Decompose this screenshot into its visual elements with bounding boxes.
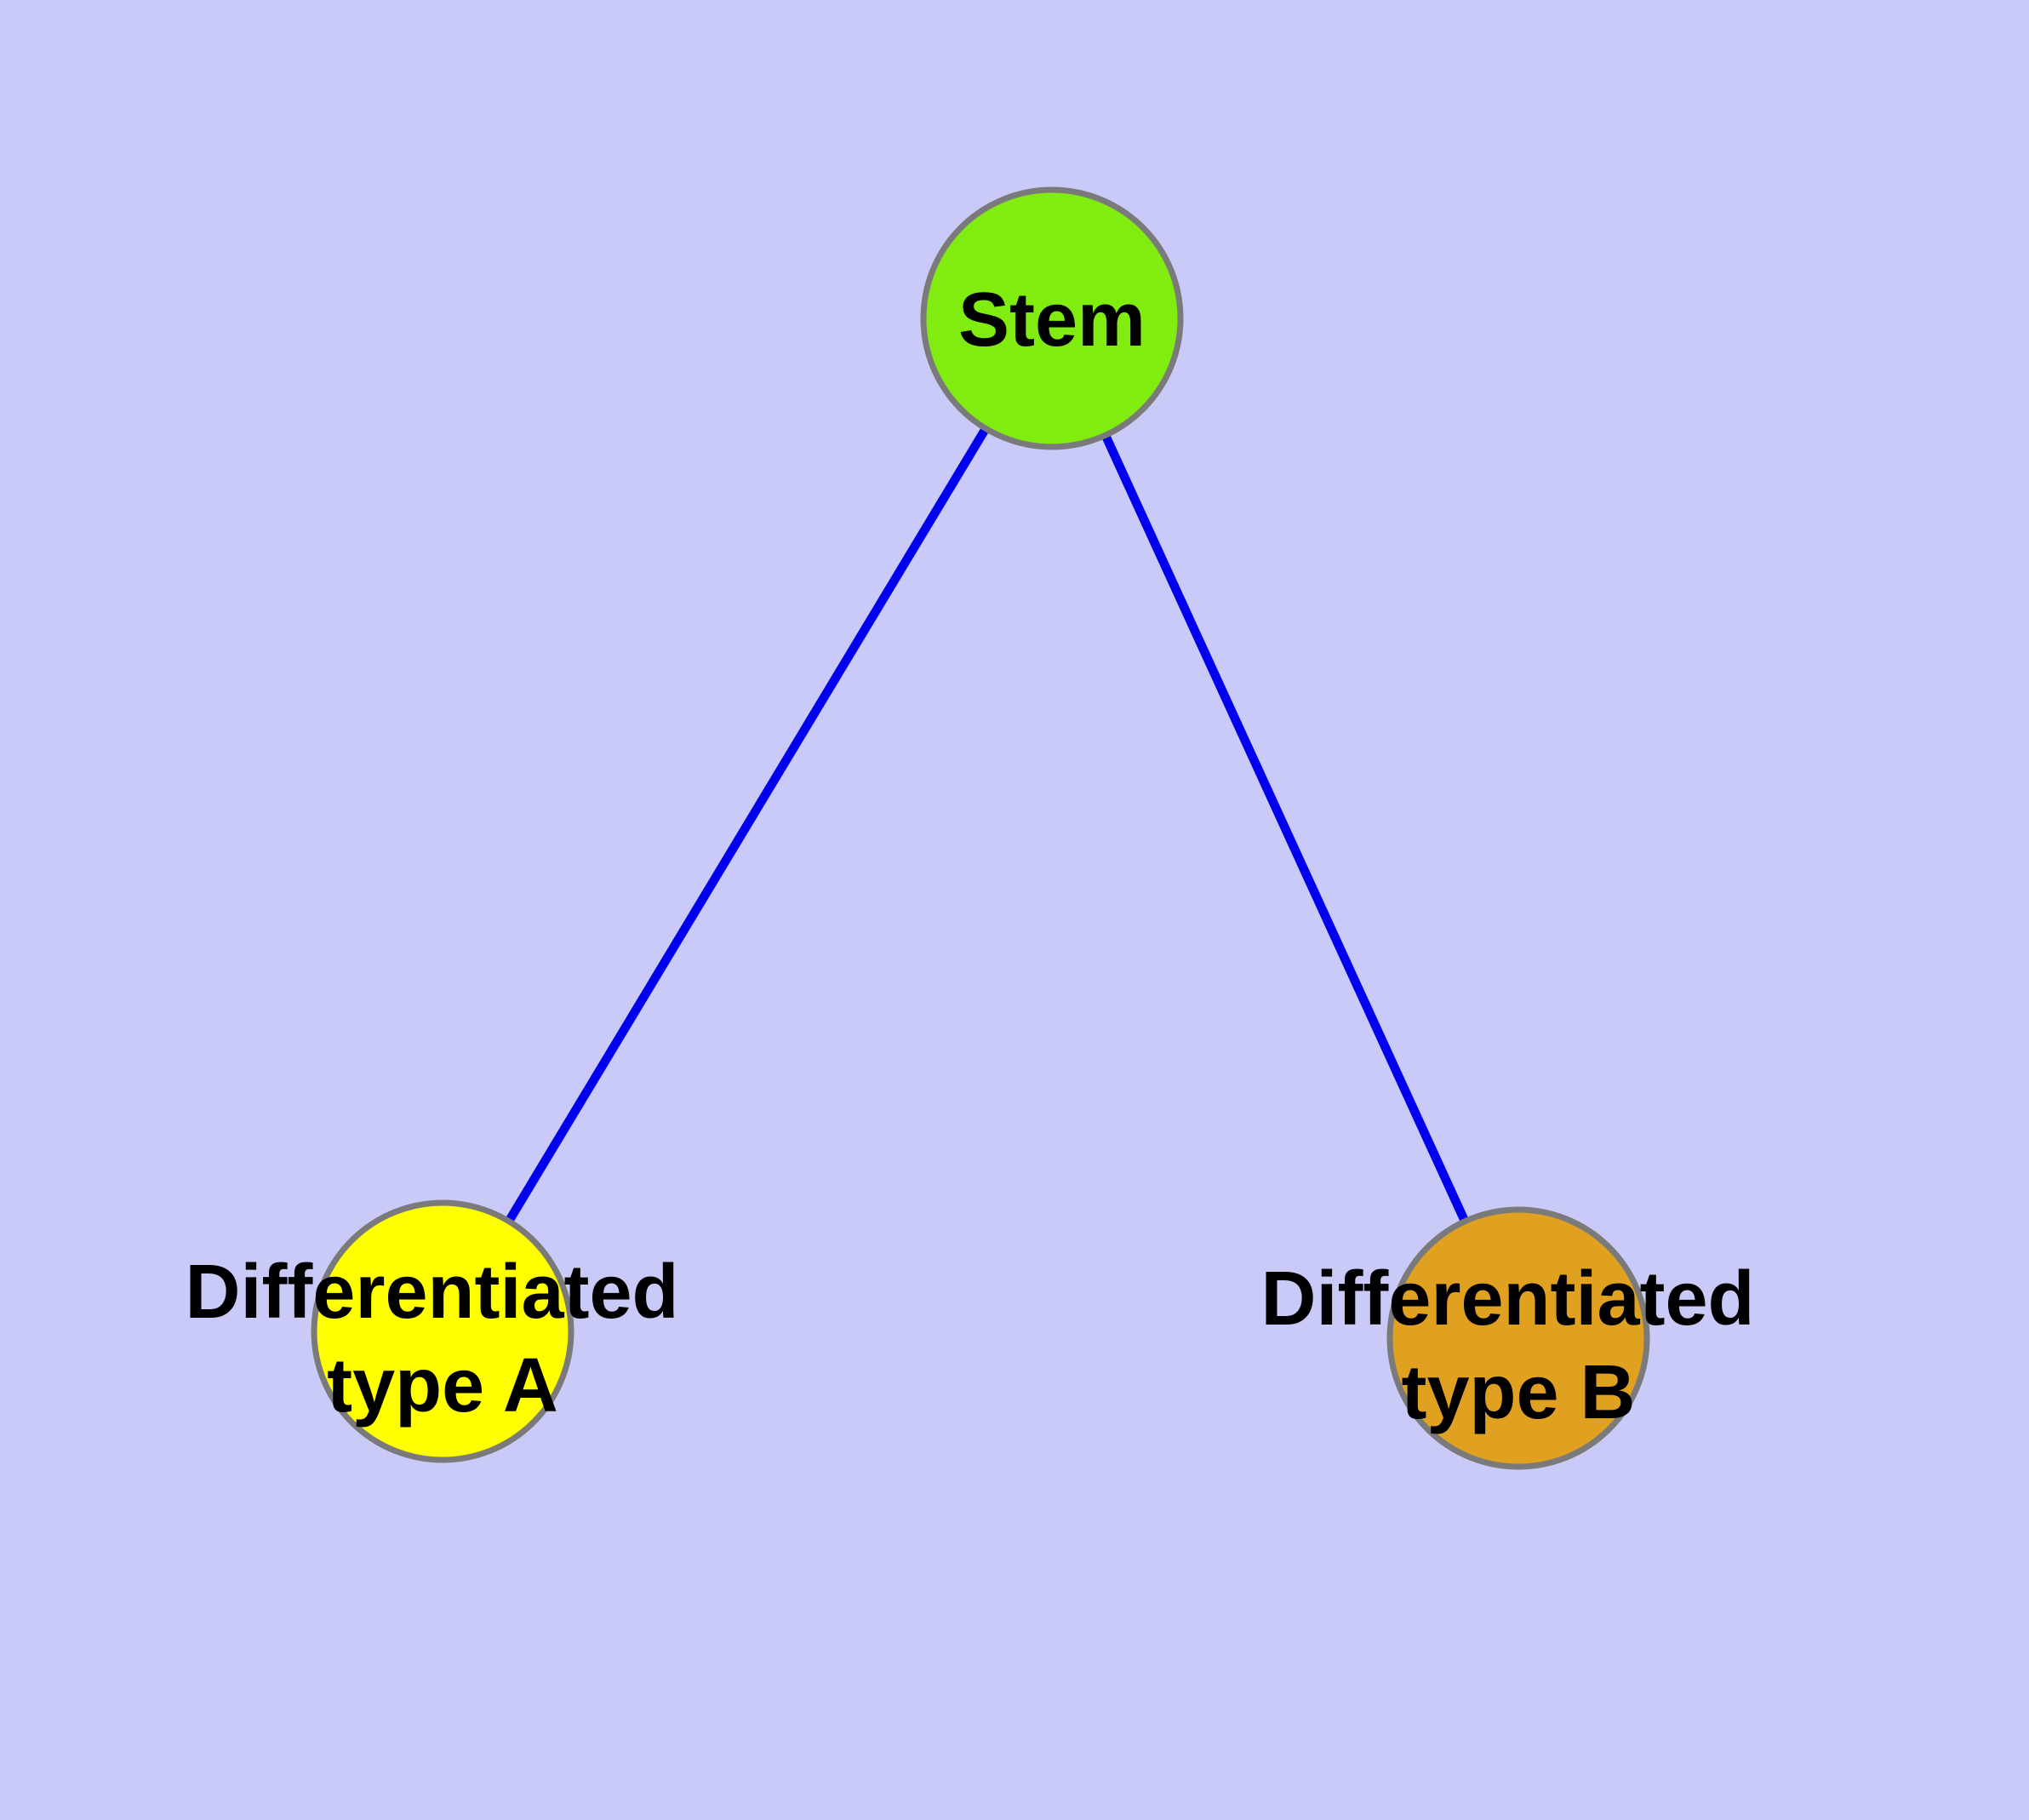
- label-line: Differentiated: [185, 1250, 678, 1335]
- node-stem: Stem: [920, 186, 1184, 450]
- node-type-b-circle: [1386, 1206, 1650, 1470]
- edge-stem-to-type-b: [1048, 316, 1523, 1341]
- node-stem-label: Stem: [958, 278, 1146, 363]
- node-stem-circle: [920, 186, 1184, 450]
- node-type-b-label: Differentiated type B: [1260, 1256, 1775, 1435]
- node-differentiated-type-a: Differentiated type A: [185, 1199, 700, 1463]
- node-differentiated-type-b: Differentiated type B: [1260, 1206, 1775, 1470]
- label-line: type B: [1401, 1350, 1635, 1435]
- node-type-a-label: Differentiated type A: [185, 1250, 700, 1428]
- label-line: type A: [327, 1343, 558, 1428]
- edge-stem-to-type-a: [438, 316, 1056, 1334]
- label-line: Differentiated: [1260, 1256, 1754, 1342]
- node-type-a-circle: [311, 1199, 574, 1463]
